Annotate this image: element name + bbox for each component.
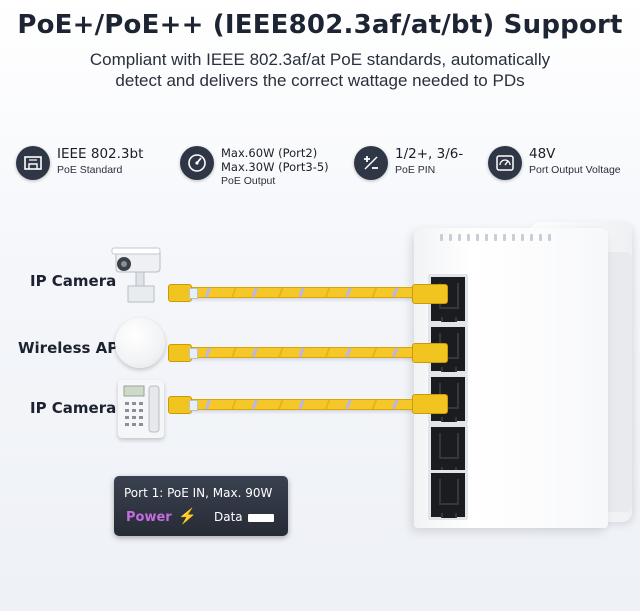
ethernet-port-1 — [428, 274, 468, 324]
rj45-plug — [412, 394, 448, 414]
power-label: Power — [126, 510, 172, 525]
feature-main-1: Max.60W (Port2) — [221, 146, 318, 160]
port-info-title: Port 1: PoE IN, Max. 90W — [124, 486, 273, 500]
feature-main: 1/2+, 3/6- — [395, 146, 464, 162]
camera-icon — [110, 244, 170, 306]
subtitle-line-2: detect and delivers the correct wattage … — [115, 71, 525, 90]
feature-sub: PoE Output — [221, 175, 276, 187]
ethernet-cable — [176, 287, 420, 298]
switch-vents — [440, 234, 551, 241]
port-info-box: Port 1: PoE IN, Max. 90W Power ⚡ Data — [114, 476, 288, 536]
rj45-plug — [168, 344, 198, 362]
gauge-icon — [180, 146, 214, 180]
rj45-plug — [412, 284, 448, 304]
feature-poe-standard: IEEE 802.3bt PoE Standard — [16, 146, 143, 180]
feature-output-voltage: 48V Port Output Voltage — [488, 146, 621, 180]
lightning-bolt-icon: ⚡ — [178, 508, 197, 525]
subtitle-line-1: Compliant with IEEE 802.3af/at PoE stand… — [89, 50, 551, 69]
ethernet-cable — [176, 347, 420, 358]
feature-sub: Port Output Voltage — [529, 164, 621, 176]
phone-icon — [118, 380, 164, 438]
ethernet-port-5 — [428, 470, 468, 520]
voltmeter-icon — [488, 146, 522, 180]
data-label: Data — [214, 510, 243, 524]
rj45-plug — [168, 284, 198, 302]
feature-sub: PoE Standard — [57, 164, 123, 176]
rj45-plug — [168, 396, 198, 414]
data-indicator — [248, 514, 274, 522]
device-label-wireless-ap: Wireless AP — [18, 339, 119, 357]
ethernet-port-icon — [16, 146, 50, 180]
ethernet-port-4 — [428, 424, 468, 474]
plus-minus-icon — [354, 146, 388, 180]
page-subtitle: Compliant with IEEE 802.3af/at PoE stand… — [40, 49, 600, 91]
feature-main: IEEE 802.3bt — [57, 146, 144, 162]
page-title: PoE+/PoE++ (IEEE802.3af/at/bt) Support — [17, 10, 623, 40]
device-label-ip-camera: IP Camera — [30, 272, 117, 290]
feature-main: 48V — [529, 146, 556, 162]
feature-poe-output: Max.60W (Port2) Max.30W (Port3-5) PoE Ou… — [180, 146, 329, 188]
ethernet-cable — [176, 399, 420, 410]
feature-main-2: Max.30W (Port3-5) — [221, 160, 329, 174]
feature-poe-pin: 1/2+, 3/6- PoE PIN — [354, 146, 463, 180]
feature-sub: PoE PIN — [395, 164, 436, 176]
device-label-ip-camera: IP Camera — [30, 399, 117, 417]
wireless-ap-icon — [115, 318, 165, 368]
rj45-plug — [412, 343, 448, 363]
